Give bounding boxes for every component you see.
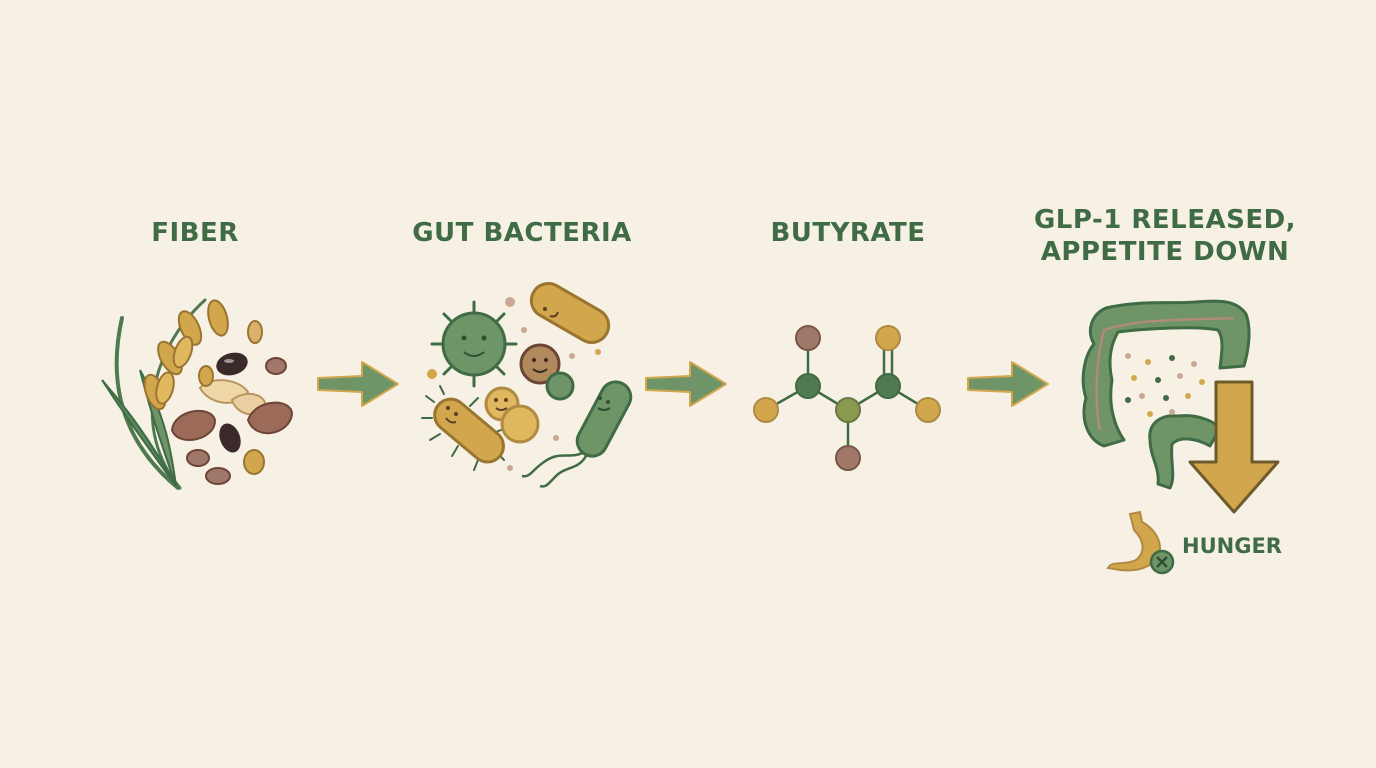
cross-icon: [1149, 549, 1175, 575]
bacteria-illustration: [421, 282, 633, 488]
step-label-gut-bacteria: GUT BACTERIA: [412, 218, 632, 248]
grain-stalk-icon: [101, 298, 229, 490]
step-label-glp1-line2: APPETITE DOWN: [1040, 237, 1290, 267]
molecule-icon: [753, 325, 941, 471]
fiber-illustration: [101, 298, 294, 490]
bacteria-icon: [430, 300, 518, 388]
stomach-icon: [1106, 510, 1162, 572]
down-arrow-icon: [1188, 380, 1280, 514]
bean-icon: [170, 320, 294, 485]
flow-arrow-1: [317, 361, 399, 407]
hunger-label: HUNGER: [1182, 534, 1282, 558]
colon-icon: [1081, 299, 1251, 490]
step-label-glp1: GLP-1 RELEASED, APPETITE DOWN: [1020, 204, 1310, 268]
step-label-glp1-line1: GLP-1 RELEASED,: [1033, 205, 1297, 235]
flow-arrow-2: [645, 361, 727, 407]
flow-arrow-3: [967, 361, 1049, 407]
step-label-butyrate: BUTYRATE: [770, 218, 926, 248]
step-label-fiber: FIBER: [151, 218, 239, 248]
